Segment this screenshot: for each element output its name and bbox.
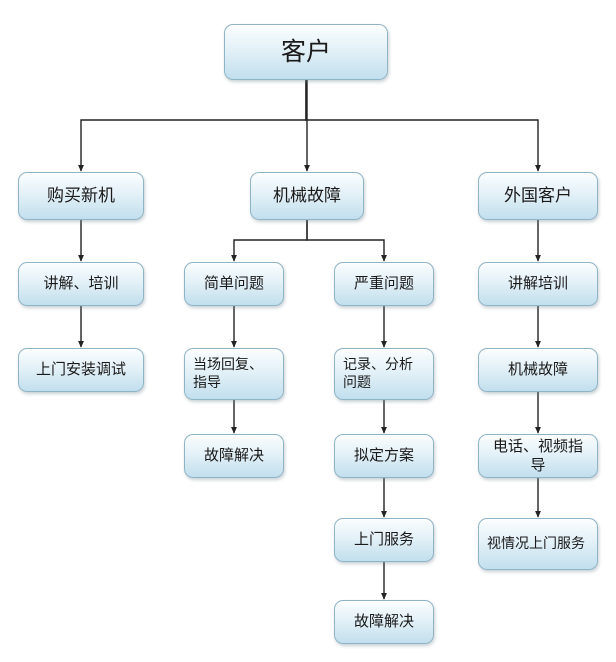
flow-node-b2b[interactable]: 严重问题 — [334, 262, 434, 306]
flow-node-label: 购买新机 — [47, 185, 115, 206]
flow-node-label: 上门安装调试 — [35, 360, 126, 379]
flow-node-root[interactable]: 客户 — [224, 24, 388, 80]
flow-node-b3s3[interactable]: 电话、视频指导 — [478, 434, 598, 478]
connector-root-to-b1 — [78, 80, 307, 172]
flow-node-label: 机械故障 — [507, 360, 568, 379]
flow-node-b3s2[interactable]: 机械故障 — [478, 348, 598, 392]
connector-b2-to-b2a — [231, 220, 308, 262]
flow-node-label: 机械故障 — [273, 185, 341, 206]
flow-node-b1[interactable]: 购买新机 — [18, 172, 144, 220]
flow-node-b3s4[interactable]: 视情况上门服务 — [478, 518, 598, 570]
flow-node-label: 严重问题 — [353, 274, 414, 293]
flow-node-b2[interactable]: 机械故障 — [250, 172, 364, 220]
flow-node-label: 记录、分析问题 — [343, 356, 413, 391]
flow-node-b2a[interactable]: 简单问题 — [184, 262, 284, 306]
flow-node-b3s1[interactable]: 讲解培训 — [478, 262, 598, 306]
flow-node-label: 讲解培训 — [507, 274, 568, 293]
flow-node-b3[interactable]: 外国客户 — [478, 172, 598, 220]
flow-node-b2a1[interactable]: 当场回复、指导 — [184, 348, 284, 400]
flow-node-b1s1[interactable]: 讲解、培训 — [18, 262, 144, 306]
flow-node-label: 视情况上门服务 — [487, 535, 585, 552]
flow-node-b2a2[interactable]: 故障解决 — [184, 434, 284, 478]
flow-node-label: 讲解、培训 — [43, 274, 119, 293]
flow-node-label: 简单问题 — [203, 274, 264, 293]
flow-node-label: 当场回复、指导 — [193, 356, 263, 391]
flow-node-b2b4[interactable]: 故障解决 — [334, 600, 434, 644]
connector-group — [78, 80, 541, 600]
flow-node-b2b2[interactable]: 拟定方案 — [334, 434, 434, 478]
flow-node-b2b1[interactable]: 记录、分析问题 — [334, 348, 434, 400]
flow-node-b1s2[interactable]: 上门安装调试 — [18, 348, 144, 392]
flow-node-label: 故障解决 — [203, 446, 264, 465]
connector-root-to-b3 — [305, 80, 541, 172]
flow-node-label: 外国客户 — [504, 185, 572, 206]
flow-node-label: 故障解决 — [353, 612, 414, 631]
flow-node-label: 电话、视频指导 — [492, 436, 583, 475]
flow-node-b2b3[interactable]: 上门服务 — [334, 518, 434, 562]
flow-node-label: 客户 — [280, 36, 331, 66]
flow-node-label: 上门服务 — [353, 530, 414, 549]
flow-node-label: 拟定方案 — [353, 446, 414, 465]
connector-b2-to-b2b — [306, 220, 387, 262]
